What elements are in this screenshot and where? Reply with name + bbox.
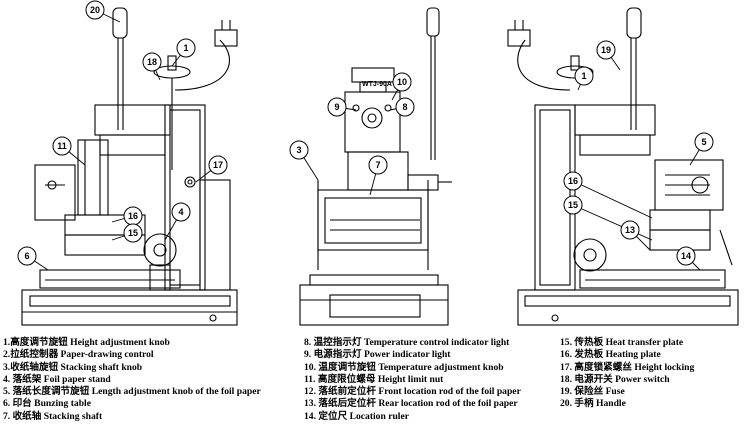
legend-item: 13. 落纸后定位杆 Rear location rod of the foil… bbox=[304, 398, 518, 410]
rear-side-view bbox=[507, 7, 739, 326]
legend-column-3: 15. 传热板 Heat transfer plate 16. 发热板 Heat… bbox=[560, 337, 694, 411]
callout-number: 4 bbox=[178, 207, 183, 217]
callout-right-1: 1 bbox=[574, 66, 594, 91]
left-side-view bbox=[21, 7, 238, 326]
callout-number: 11 bbox=[57, 141, 67, 151]
panel-model-label: WTJ-90A bbox=[362, 81, 392, 88]
callout-right-13: 13 bbox=[620, 220, 651, 251]
legend-item: 15. 传热板 Heat transfer plate bbox=[560, 337, 684, 348]
legend-item: 12. 落纸前定位杆 Front location rod of the foi… bbox=[304, 386, 521, 398]
legend-item: 5. 落纸长度调节旋钮 Length adjustment knob of th… bbox=[3, 386, 261, 398]
callout-number: 1 bbox=[581, 71, 586, 81]
callout-circle bbox=[368, 155, 388, 175]
callout-left-6: 6 bbox=[17, 246, 49, 271]
callout-circle bbox=[620, 220, 640, 240]
callout-left-20: 20 bbox=[85, 0, 121, 23]
callout-right-5: 5 bbox=[689, 132, 714, 166]
callout-left-15: 15 bbox=[111, 223, 143, 243]
callout-middle-3: 3 bbox=[289, 140, 319, 181]
callout-number: 3 bbox=[296, 145, 301, 155]
legend-item: 3.收纸轴旋钮 Stacking shaft knob bbox=[3, 361, 143, 373]
callout-left-4: 4 bbox=[164, 202, 191, 241]
callout-left-11: 11 bbox=[52, 136, 86, 166]
callout-leader bbox=[572, 204, 653, 241]
callout-number: 17 bbox=[213, 160, 223, 170]
legend-item: 18. 电源开关 Power switch bbox=[560, 373, 670, 385]
callout-right-15: 15 bbox=[563, 195, 653, 241]
callout-circle bbox=[52, 136, 72, 156]
legend-item: 9. 电源指示灯 Power indicator light bbox=[304, 349, 451, 361]
callout-circle bbox=[574, 66, 594, 86]
callout-circle bbox=[596, 40, 616, 60]
handle-grip bbox=[112, 7, 128, 39]
callout-circle bbox=[563, 195, 583, 215]
callout-number: 8 bbox=[402, 102, 407, 112]
callout-number: 6 bbox=[24, 251, 29, 261]
callout-circle bbox=[123, 223, 143, 243]
callout-middle-9: 9 bbox=[327, 97, 357, 117]
callout-number: 13 bbox=[625, 225, 635, 235]
temperature-dial bbox=[361, 107, 383, 129]
legend-column-1: 1.高度调节旋钮 Height adjustment knob 2.拉纸控制器 … bbox=[3, 337, 261, 423]
callout-circle bbox=[563, 171, 583, 191]
legend-item: 4. 落纸架 Foil paper stand bbox=[3, 373, 111, 385]
legend-item: 17. 高度锁紧螺丝 Height locking bbox=[560, 361, 695, 373]
callout-middle-7: 7 bbox=[368, 155, 388, 196]
callout-number: 5 bbox=[701, 137, 706, 147]
callout-number: 15 bbox=[128, 228, 138, 238]
legend-item: 6. 印台 Bunzing table bbox=[3, 398, 91, 410]
callout-right-19: 19 bbox=[596, 40, 621, 71]
callout-circle bbox=[142, 52, 162, 72]
callout-circle bbox=[327, 97, 347, 117]
callout-number: 7 bbox=[375, 160, 380, 170]
callout-number: 19 bbox=[601, 45, 611, 55]
callout-right-16: 16 bbox=[563, 171, 653, 219]
callout-middle-10: 10 bbox=[391, 72, 412, 101]
callout-left-16: 16 bbox=[111, 206, 143, 226]
legend-item: 1.高度调节旋钮 Height adjustment knob bbox=[3, 337, 170, 348]
legend-item: 16. 发热板 Heating plate bbox=[560, 349, 661, 361]
legend-item: 14. 定位尺 Location ruler bbox=[304, 410, 409, 422]
legend-item: 7. 收纸轴 Stacking shaft bbox=[3, 410, 103, 422]
callout-number: 20 bbox=[90, 5, 100, 15]
callout-circle bbox=[694, 132, 714, 152]
callout-circle bbox=[289, 140, 309, 160]
legend-item: 2.拉纸控制器 Paper-drawing control bbox=[3, 349, 154, 361]
callout-number: 10 bbox=[397, 77, 407, 87]
legend-item: 10. 温度调节旋钮 Temperature adjustment knob bbox=[304, 361, 504, 373]
callout-circle bbox=[208, 155, 228, 175]
callout-left-18: 18 bbox=[142, 52, 162, 81]
legend-column-2: 8. 温控指示灯 Temperature control indicator l… bbox=[304, 337, 521, 423]
callout-number: 16 bbox=[128, 211, 138, 221]
callout-number: 14 bbox=[681, 251, 691, 261]
callout-left-1: 1 bbox=[171, 38, 196, 67]
callout-circle bbox=[171, 202, 191, 222]
callout-number: 16 bbox=[568, 176, 578, 186]
callout-circle bbox=[85, 0, 105, 20]
callout-number: 9 bbox=[334, 102, 339, 112]
front-view bbox=[299, 7, 452, 326]
callout-circle bbox=[395, 97, 415, 117]
callout-circle bbox=[176, 38, 196, 58]
foil-roller bbox=[143, 233, 177, 267]
callout-number: 15 bbox=[568, 200, 578, 210]
callout-left-17: 17 bbox=[195, 155, 228, 183]
callout-number: 18 bbox=[147, 57, 157, 67]
callout-circle bbox=[676, 246, 696, 266]
callout-right-14: 14 bbox=[676, 246, 701, 271]
legend-item: 20. 手柄 Handle bbox=[560, 398, 626, 410]
callout-middle-8: 8 bbox=[389, 97, 415, 117]
legend-item: 11. 高度限位螺母 Height limit nut bbox=[304, 373, 444, 385]
callout-leader bbox=[572, 180, 653, 219]
legend-item: 8. 温控指示灯 Temperature control indicator l… bbox=[304, 337, 510, 348]
legend-item: 19. 保险丝 Fuse bbox=[560, 386, 625, 398]
callout-number: 1 bbox=[183, 43, 188, 53]
callout-circle bbox=[392, 72, 412, 92]
callout-circle bbox=[17, 246, 37, 266]
height-locking-screw bbox=[184, 176, 196, 188]
